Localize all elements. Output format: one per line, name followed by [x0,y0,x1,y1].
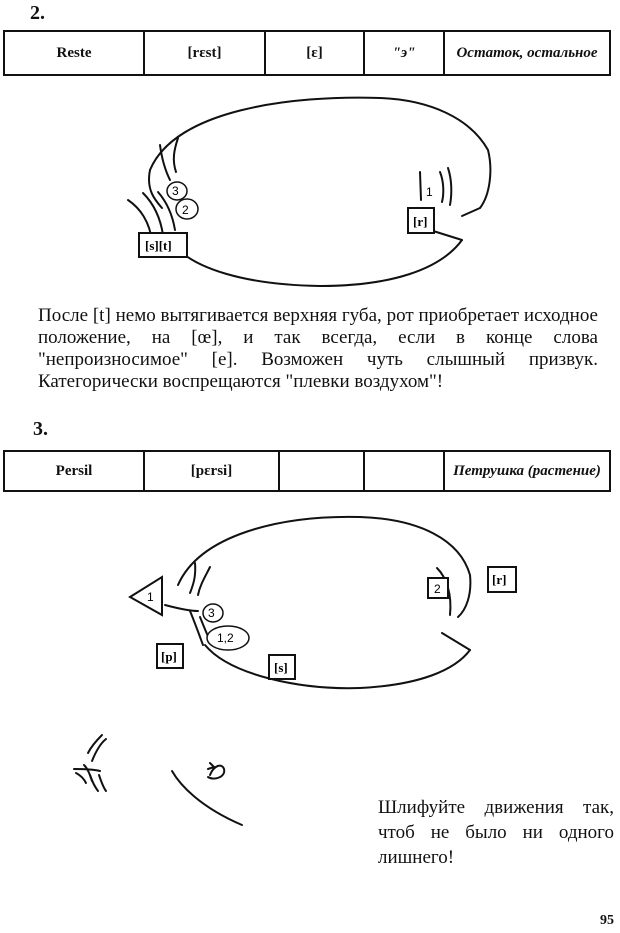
section-3-number: 3. [33,418,48,441]
russian-sound-cell: "э" [364,31,444,75]
mouth-diagram-3: 1 3 1,2 2 [p] [s] [r] [0,505,620,705]
label-s: [s] [274,660,288,675]
empty-cell [279,451,364,491]
mark-3: 3 [172,184,179,198]
word-table-3: Persil [pɛrsi] Петрушка (растение) [3,450,611,492]
transcription-cell: [rɛst] [144,31,265,75]
translation-cell: Петрушка (растение) [444,451,610,491]
paragraph-3: Шлифуйте движения так, чтоб не было ни о… [378,795,614,870]
mark-3: 3 [208,606,215,620]
label-st: [s][t] [145,238,172,253]
paragraph-2: После [t] немо вытягивается верхняя губа… [38,305,598,393]
empty-cell [364,451,444,491]
word-cell: Reste [4,31,144,75]
label-r: [r] [492,572,506,587]
page-number: 95 [600,913,614,929]
mark-1: 1 [147,590,154,604]
transcription-cell: [pɛrsi] [144,451,279,491]
mark-1-2: 1,2 [217,631,234,645]
vowel-cell: [ɛ] [265,31,364,75]
label-p: [p] [161,649,177,664]
mark-2: 2 [182,203,189,217]
mark-1: 1 [426,185,433,199]
word-table-2: Reste [rɛst] [ɛ] "э" Остаток, остальное [3,30,611,76]
mark-2: 2 [434,582,441,596]
translation-cell: Остаток, остальное [444,31,610,75]
word-cell: Persil [4,451,144,491]
label-r: [r] [413,214,427,229]
section-2-number: 2. [30,2,45,25]
mouth-diagram-2: 3 2 1 [s][t] [r] [0,90,620,295]
